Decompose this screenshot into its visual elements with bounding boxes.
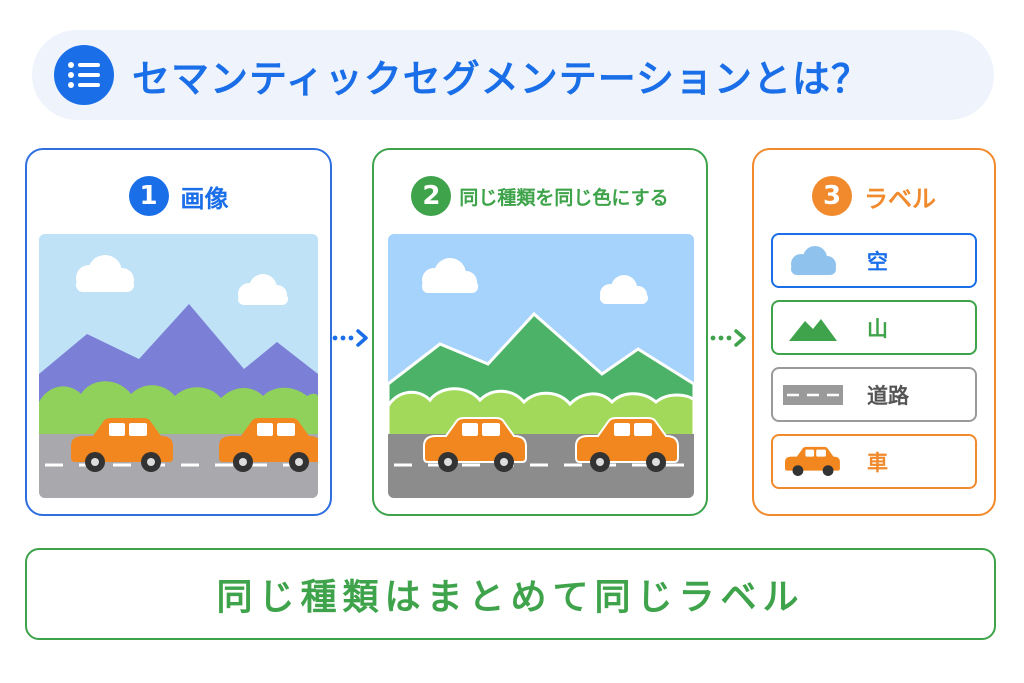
car	[575, 417, 679, 472]
cloud-icon	[791, 245, 836, 275]
label-road-text: 道路	[867, 383, 909, 408]
mountain-icon	[789, 318, 837, 341]
step-1-number: 1	[128, 176, 169, 216]
summary-text: 同じ種類はまとめて同じラベル	[216, 577, 805, 618]
car	[71, 418, 173, 472]
label-sky: 空	[771, 233, 977, 288]
summary-box: 同じ種類はまとめて同じラベル	[25, 548, 996, 640]
cloud	[76, 255, 134, 292]
step-2-panel: 2 同じ種類を同じ色にする	[372, 148, 708, 516]
car	[219, 418, 318, 472]
step-3-number: 3	[812, 176, 852, 216]
car-icon	[785, 446, 840, 476]
segmented-image	[388, 234, 694, 498]
car	[423, 417, 527, 472]
road-icon	[783, 384, 843, 405]
cloud	[422, 258, 478, 293]
label-road: 道路	[771, 367, 977, 422]
list-icon	[54, 45, 114, 105]
dotted-arrow-icon	[332, 329, 368, 347]
title-bar: セマンティックセグメンテーションとは？	[32, 30, 994, 120]
cloud	[600, 275, 648, 304]
original-image	[39, 234, 318, 498]
step-1-panel: 1 画像	[25, 148, 332, 516]
step-3-label: ラベル	[864, 184, 936, 213]
label-car: 車	[771, 434, 977, 489]
step-2-number: 2	[411, 176, 452, 216]
step-1-label: 画像	[180, 184, 229, 213]
step-3-panel: 3 ラベル 空 山 道路	[752, 148, 996, 516]
cloud	[238, 274, 288, 305]
step-2-label: 同じ種類を同じ色にする	[459, 186, 669, 209]
label-car-text: 車	[867, 450, 888, 475]
label-mountain: 山	[771, 300, 977, 355]
dotted-arrow-icon	[710, 329, 746, 347]
label-mountain-text: 山	[867, 316, 888, 341]
label-sky-text: 空	[867, 249, 888, 274]
page-title: セマンティックセグメンテーションとは？	[132, 56, 870, 101]
